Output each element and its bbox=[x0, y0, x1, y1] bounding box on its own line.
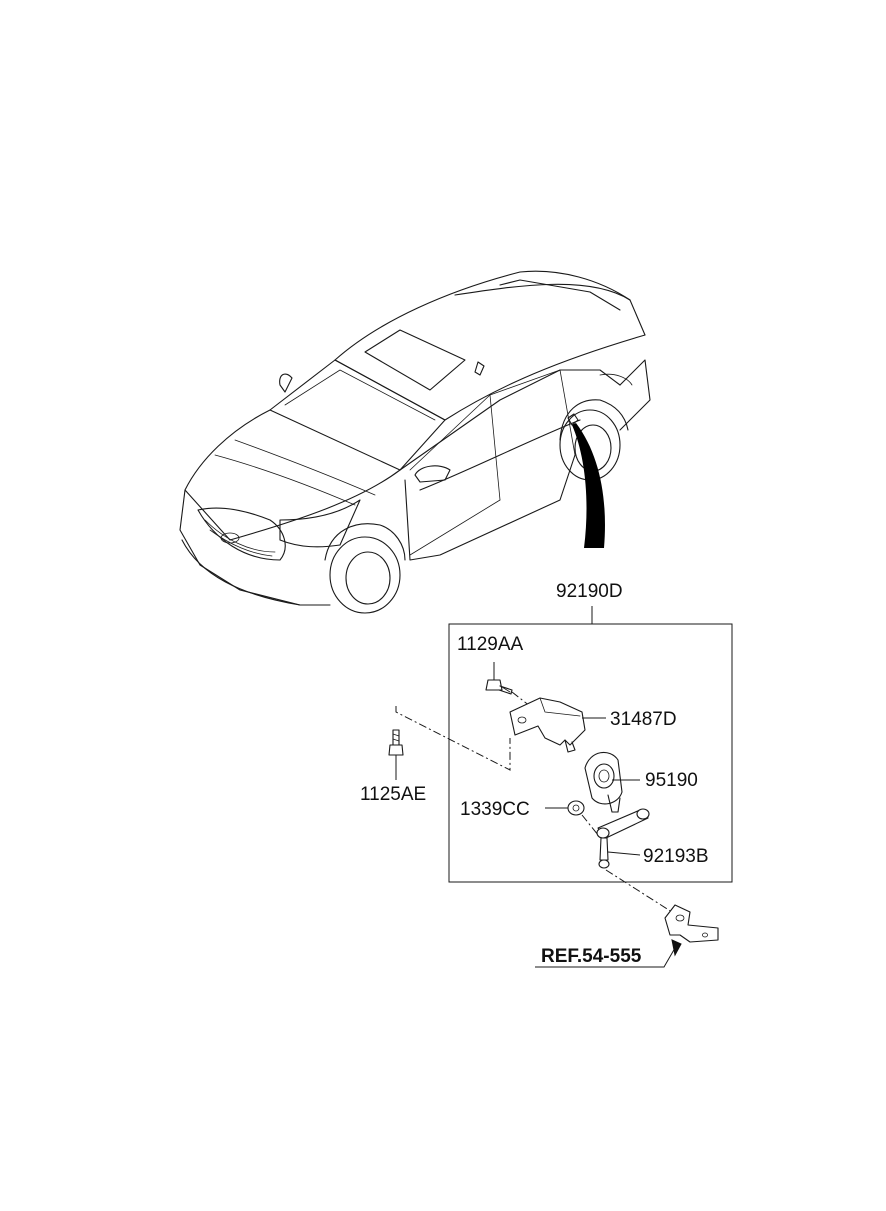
link-92193b bbox=[596, 808, 673, 913]
label-1125ae: 1125AE bbox=[360, 784, 426, 805]
label-95190: 95190 bbox=[645, 770, 698, 791]
label-31487d: 31487D bbox=[610, 709, 677, 730]
label-92190d: 92190D bbox=[556, 581, 623, 602]
label-1339cc: 1339CC bbox=[460, 799, 530, 820]
label-1129aa: 1129AA bbox=[457, 634, 524, 655]
bolt-1129aa bbox=[485, 662, 536, 711]
bracket-31487d bbox=[509, 697, 606, 753]
car-illustration bbox=[179, 270, 651, 614]
reference-bracket bbox=[535, 904, 719, 968]
label-ref-54-555[interactable]: REF.54-555 bbox=[541, 946, 642, 967]
assembly-box bbox=[448, 606, 733, 883]
sensor-95190 bbox=[584, 751, 640, 813]
nut-1339cc bbox=[545, 800, 599, 836]
label-92193b: 92193B bbox=[643, 846, 709, 867]
bolt-1125ae bbox=[388, 706, 511, 780]
